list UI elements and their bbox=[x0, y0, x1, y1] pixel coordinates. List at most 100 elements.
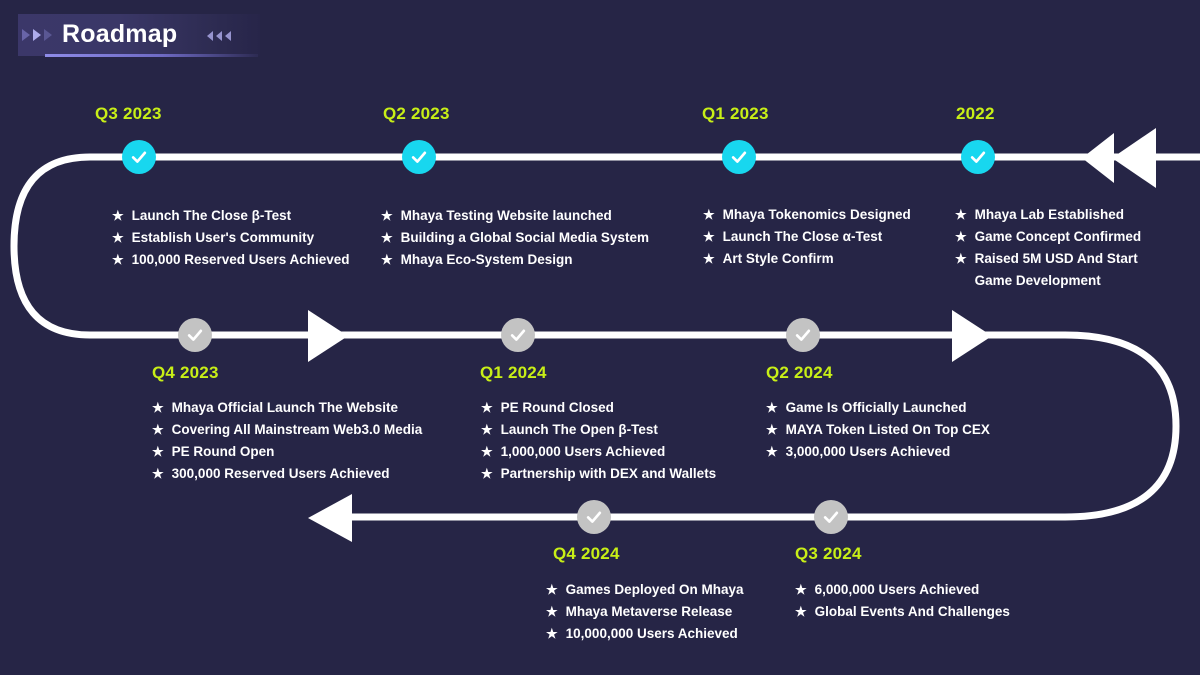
list-item: ★Global Events And Challenges bbox=[795, 601, 1010, 623]
check-icon bbox=[731, 151, 747, 163]
page-title: Roadmap bbox=[62, 20, 178, 48]
milestone-quarter: Q3 2023 bbox=[95, 104, 162, 123]
star-icon: ★ bbox=[112, 252, 124, 267]
list-item: ★Partnership with DEX and Wallets bbox=[481, 463, 716, 485]
star-icon: ★ bbox=[546, 582, 558, 597]
star-icon: ★ bbox=[112, 208, 124, 223]
star-icon: ★ bbox=[112, 230, 124, 245]
milestone-items-q1-2024: ★PE Round Closed ★Launch The Open β-Test… bbox=[481, 397, 716, 485]
star-icon: ★ bbox=[766, 400, 778, 415]
milestone-q3-2023: Q3 2023 bbox=[95, 104, 162, 135]
star-icon: ★ bbox=[381, 208, 393, 223]
milestone-node-q1-2023[interactable] bbox=[722, 140, 756, 174]
milestone-items-q3-2024: ★6,000,000 Users Achieved ★Global Events… bbox=[795, 579, 1010, 623]
star-icon: ★ bbox=[766, 422, 778, 437]
list-item: ★3,000,000 Users Achieved bbox=[766, 441, 990, 463]
milestone-q4-2024: Q4 2024 bbox=[553, 544, 620, 575]
star-icon: ★ bbox=[766, 444, 778, 459]
milestone-node-q4-2024[interactable] bbox=[577, 500, 611, 534]
check-icon bbox=[131, 151, 147, 163]
milestone-quarter: Q2 2024 bbox=[766, 363, 833, 382]
title-underline bbox=[45, 54, 258, 57]
milestone-items-q1-2023: ★Mhaya Tokenomics Designed ★Launch The C… bbox=[703, 204, 911, 270]
list-item: ★Game Is Officially Launched bbox=[766, 397, 990, 419]
milestone-items-q2-2023: ★Mhaya Testing Website launched ★Buildin… bbox=[381, 205, 649, 271]
star-icon: ★ bbox=[703, 251, 715, 266]
check-icon bbox=[187, 329, 203, 341]
list-item: ★Covering All Mainstream Web3.0 Media bbox=[152, 419, 422, 441]
check-icon bbox=[411, 151, 427, 163]
milestone-quarter: Q4 2024 bbox=[553, 544, 620, 563]
list-item: ★6,000,000 Users Achieved bbox=[795, 579, 1010, 601]
milestone-quarter: Q2 2023 bbox=[383, 104, 450, 123]
right-arrow-icon-row2-a bbox=[308, 310, 348, 362]
check-icon bbox=[586, 511, 602, 523]
list-item: ★PE Round Closed bbox=[481, 397, 716, 419]
milestone-quarter: Q1 2023 bbox=[702, 104, 769, 123]
star-icon: ★ bbox=[381, 252, 393, 267]
left-arrow-icon-row3 bbox=[308, 494, 352, 542]
list-item: ★Games Deployed On Mhaya bbox=[546, 579, 743, 601]
list-item: ★Launch The Close α-Test bbox=[703, 226, 911, 248]
check-icon bbox=[823, 511, 839, 523]
list-item: ★Mhaya Official Launch The Website bbox=[152, 397, 422, 419]
star-icon: ★ bbox=[481, 444, 493, 459]
star-icon: ★ bbox=[795, 604, 807, 619]
list-item: ★Game Concept Confirmed bbox=[955, 226, 1141, 248]
list-item: ★Mhaya Eco-System Design bbox=[381, 249, 649, 271]
timeline-right-uturn bbox=[860, 331, 1180, 521]
milestone-node-q4-2023[interactable] bbox=[178, 318, 212, 352]
list-item: ★300,000 Reserved Users Achieved bbox=[152, 463, 422, 485]
milestone-items-q2-2024: ★Game Is Officially Launched ★MAYA Token… bbox=[766, 397, 990, 463]
milestone-items-q3-2023: ★Launch The Close β-Test ★Establish User… bbox=[112, 205, 350, 271]
milestone-items-q4-2023: ★Mhaya Official Launch The Website ★Cove… bbox=[152, 397, 422, 485]
milestone-node-q1-2024[interactable] bbox=[501, 318, 535, 352]
milestone-quarter: 2022 bbox=[956, 104, 995, 123]
list-item: ★100,000 Reserved Users Achieved bbox=[112, 249, 350, 271]
star-icon: ★ bbox=[152, 444, 164, 459]
right-arrow-icon-row2-b bbox=[952, 310, 992, 362]
list-item: ★1,000,000 Users Achieved bbox=[481, 441, 716, 463]
milestone-quarter: Q1 2024 bbox=[480, 363, 547, 382]
check-icon bbox=[970, 151, 986, 163]
milestone-q3-2024: Q3 2024 bbox=[795, 544, 862, 575]
list-item: ★10,000,000 Users Achieved bbox=[546, 623, 743, 645]
milestone-node-q2-2024[interactable] bbox=[786, 318, 820, 352]
milestone-items-q4-2024: ★Games Deployed On Mhaya ★Mhaya Metavers… bbox=[546, 579, 743, 645]
star-icon: ★ bbox=[381, 230, 393, 245]
star-icon: ★ bbox=[152, 466, 164, 481]
milestone-q1-2023: Q1 2023 bbox=[702, 104, 769, 135]
list-item: ★Art Style Confirm bbox=[703, 248, 911, 270]
star-icon: ★ bbox=[481, 466, 493, 481]
list-item: ★Mhaya Lab Established bbox=[955, 204, 1141, 226]
check-icon bbox=[795, 329, 811, 341]
list-item: ★Raised 5M USD And Start Game Developmen… bbox=[955, 248, 1141, 292]
list-item: ★Mhaya Testing Website launched bbox=[381, 205, 649, 227]
star-icon: ★ bbox=[481, 422, 493, 437]
list-item: ★PE Round Open bbox=[152, 441, 422, 463]
timeline-left-uturn bbox=[10, 153, 200, 339]
star-icon: ★ bbox=[795, 582, 807, 597]
star-icon: ★ bbox=[955, 229, 967, 244]
milestone-quarter: Q4 2023 bbox=[152, 363, 219, 382]
star-icon: ★ bbox=[955, 207, 967, 222]
star-icon: ★ bbox=[955, 251, 967, 266]
list-item: ★Launch The Close β-Test bbox=[112, 205, 350, 227]
star-icon: ★ bbox=[481, 400, 493, 415]
milestone-quarter: Q3 2024 bbox=[795, 544, 862, 563]
triple-right-triangle-icon bbox=[22, 29, 52, 41]
star-icon: ★ bbox=[546, 626, 558, 641]
star-icon: ★ bbox=[703, 207, 715, 222]
triple-left-triangle-icon bbox=[207, 31, 231, 41]
milestone-node-q3-2023[interactable] bbox=[122, 140, 156, 174]
milestone-node-q3-2024[interactable] bbox=[814, 500, 848, 534]
list-item: ★Establish User's Community bbox=[112, 227, 350, 249]
star-icon: ★ bbox=[703, 229, 715, 244]
milestone-2022: 2022 bbox=[956, 104, 995, 135]
star-icon: ★ bbox=[546, 604, 558, 619]
milestone-items-2022: ★Mhaya Lab Established ★Game Concept Con… bbox=[955, 204, 1141, 292]
milestone-node-2022[interactable] bbox=[961, 140, 995, 174]
check-icon bbox=[510, 329, 526, 341]
milestone-node-q2-2023[interactable] bbox=[402, 140, 436, 174]
